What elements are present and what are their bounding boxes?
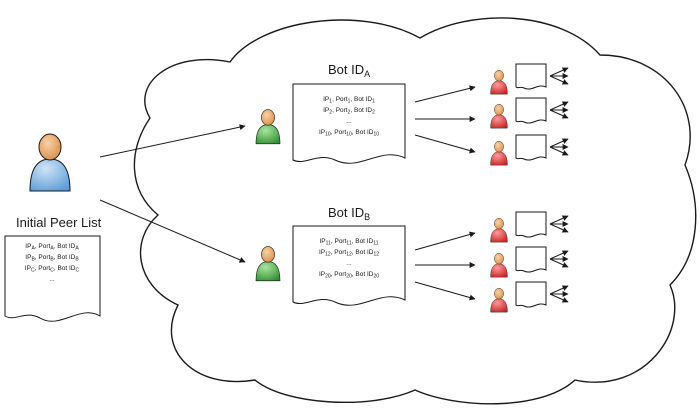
peer-fanout-arrow-4-1 xyxy=(549,215,569,225)
peer-fanout-arrow-1-1 xyxy=(549,67,569,77)
peer-fanout-arrow-5-1 xyxy=(549,250,569,260)
bot-a-user-green-icon xyxy=(255,109,281,145)
peer-document-icon-2 xyxy=(515,97,547,124)
initial-peer-entry-3: IPC, PortC, Bot IDC xyxy=(24,265,80,274)
peer-bot-user-red-icon-2 xyxy=(490,104,508,129)
peer-fanout-arrow-5-3 xyxy=(549,258,569,268)
peer-fanout-arrow-3-1 xyxy=(549,138,569,148)
initial-peer-list-label: Initial Peer List xyxy=(16,215,102,230)
peer-document-icon-4 xyxy=(515,211,547,238)
peer-bot-user-red-icon-1 xyxy=(490,70,508,95)
initial-peer-entry-1: IPA, PortA, Bot IDA xyxy=(25,243,79,252)
cloud-shape xyxy=(133,17,697,405)
initial-peer-entry-2: IPB, PortB, Bot IDB xyxy=(25,254,79,263)
peer-fanout-arrow-2-1 xyxy=(549,101,569,111)
bot-a-title: Bot IDA xyxy=(328,62,370,79)
bot-b-entry-1: IP11, Port11, Bot ID11 xyxy=(319,238,379,247)
peer-bot-user-red-icon-5 xyxy=(490,253,508,278)
bot-a-entry-3: ... xyxy=(346,118,352,125)
peer-document-icon-1 xyxy=(515,63,547,90)
document-bot-b xyxy=(292,225,406,306)
bot-b-title-sub: B xyxy=(364,212,371,222)
peer-fanout-arrow-1-3 xyxy=(549,75,569,85)
bot-a-entry-2: IP2, Port2, Bot ID2 xyxy=(323,107,375,116)
peer-fanout-arrow-6-3 xyxy=(549,293,569,303)
peer-fanout-arrow-3-3 xyxy=(549,146,569,156)
document-bot-a xyxy=(292,83,406,164)
bot-b-title: Bot IDB xyxy=(328,205,370,222)
bot-a-title-sub: A xyxy=(364,69,371,79)
arrow-initial-to-bot-a xyxy=(99,124,246,158)
bot-b-title-main: Bot ID xyxy=(328,205,365,220)
bot-b-user-green-icon xyxy=(255,246,281,282)
peer-document-icon-5 xyxy=(515,246,547,273)
peer-bot-user-red-icon-4 xyxy=(490,218,508,243)
bot-a-entry-4: IP10, Port10, Bot ID10 xyxy=(318,129,380,138)
initial-peer-entry-ellipsis: ... xyxy=(49,276,55,283)
doc-to-peer-arrows-b xyxy=(414,231,476,301)
peer-fanout-arrow-4-3 xyxy=(549,223,569,233)
bot-b-entry-3: ... xyxy=(346,260,352,267)
doc-to-peer-arrows-a xyxy=(414,85,476,154)
peer-bot-user-red-icon-3 xyxy=(490,141,508,166)
initial-peer-user-blue-icon xyxy=(29,133,71,192)
bot-b-entry-4: IP20, Port20, Bot ID20 xyxy=(318,271,380,280)
bot-a-entry-1: IP1, Port1, Bot ID1 xyxy=(323,96,375,105)
bot-a-title-main: Bot ID xyxy=(328,62,365,77)
peer-bot-user-red-icon-6 xyxy=(490,288,508,313)
bot-b-entry-2: IP12, Port12, Bot ID12 xyxy=(318,249,380,258)
peer-document-icon-6 xyxy=(515,281,547,308)
peer-fanout-arrow-6-1 xyxy=(549,285,569,295)
arrow-initial-to-bot-b xyxy=(99,199,246,263)
peer-document-icon-3 xyxy=(515,134,547,161)
peer-fanout-arrow-2-3 xyxy=(549,109,569,119)
document-initial-peer-list xyxy=(4,235,101,322)
